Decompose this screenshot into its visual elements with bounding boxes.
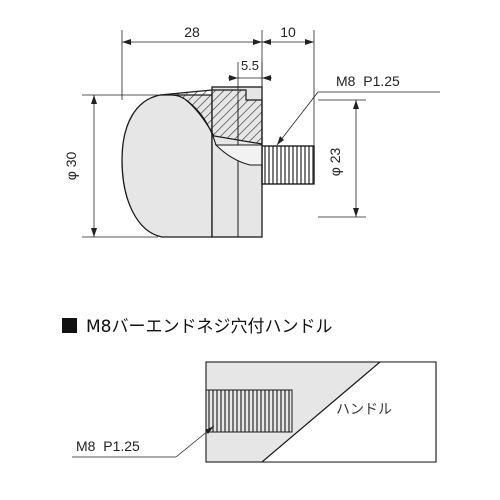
handle-section-view: ハンドル [205, 361, 437, 463]
knob-dome-body [121, 94, 213, 238]
dim-recess-label: 5.5 [241, 58, 259, 73]
section-bullet [62, 318, 77, 333]
dim-outer-diameter-label: φ 30 [63, 152, 79, 181]
dim-thread-length-label: 10 [280, 24, 296, 40]
dim-hub-diameter-label: φ 23 [327, 148, 343, 177]
knob-side-view [121, 86, 315, 238]
bottom-thread-leader: M8 P1.25 [72, 425, 215, 458]
threaded-hole [205, 389, 293, 433]
threaded-stud [261, 145, 315, 185]
bore-insert [214, 144, 263, 166]
dim-length-label: 28 [184, 24, 200, 40]
thread-spec-label: M8 P1.25 [336, 73, 400, 89]
dimension-hub-diameter: φ 23 [318, 99, 366, 218]
dimension-outer-diameter: φ 30 [63, 94, 158, 238]
section-title: M8バーエンドネジ穴付ハンドル [86, 317, 332, 337]
bottom-thread-spec-label: M8 P1.25 [76, 438, 140, 454]
dimension-thread-length: 10 [262, 24, 315, 146]
handle-label: ハンドル [336, 402, 392, 418]
thread-leader: M8 P1.25 [276, 73, 440, 146]
dimension-recess: 5.5 [228, 58, 272, 100]
